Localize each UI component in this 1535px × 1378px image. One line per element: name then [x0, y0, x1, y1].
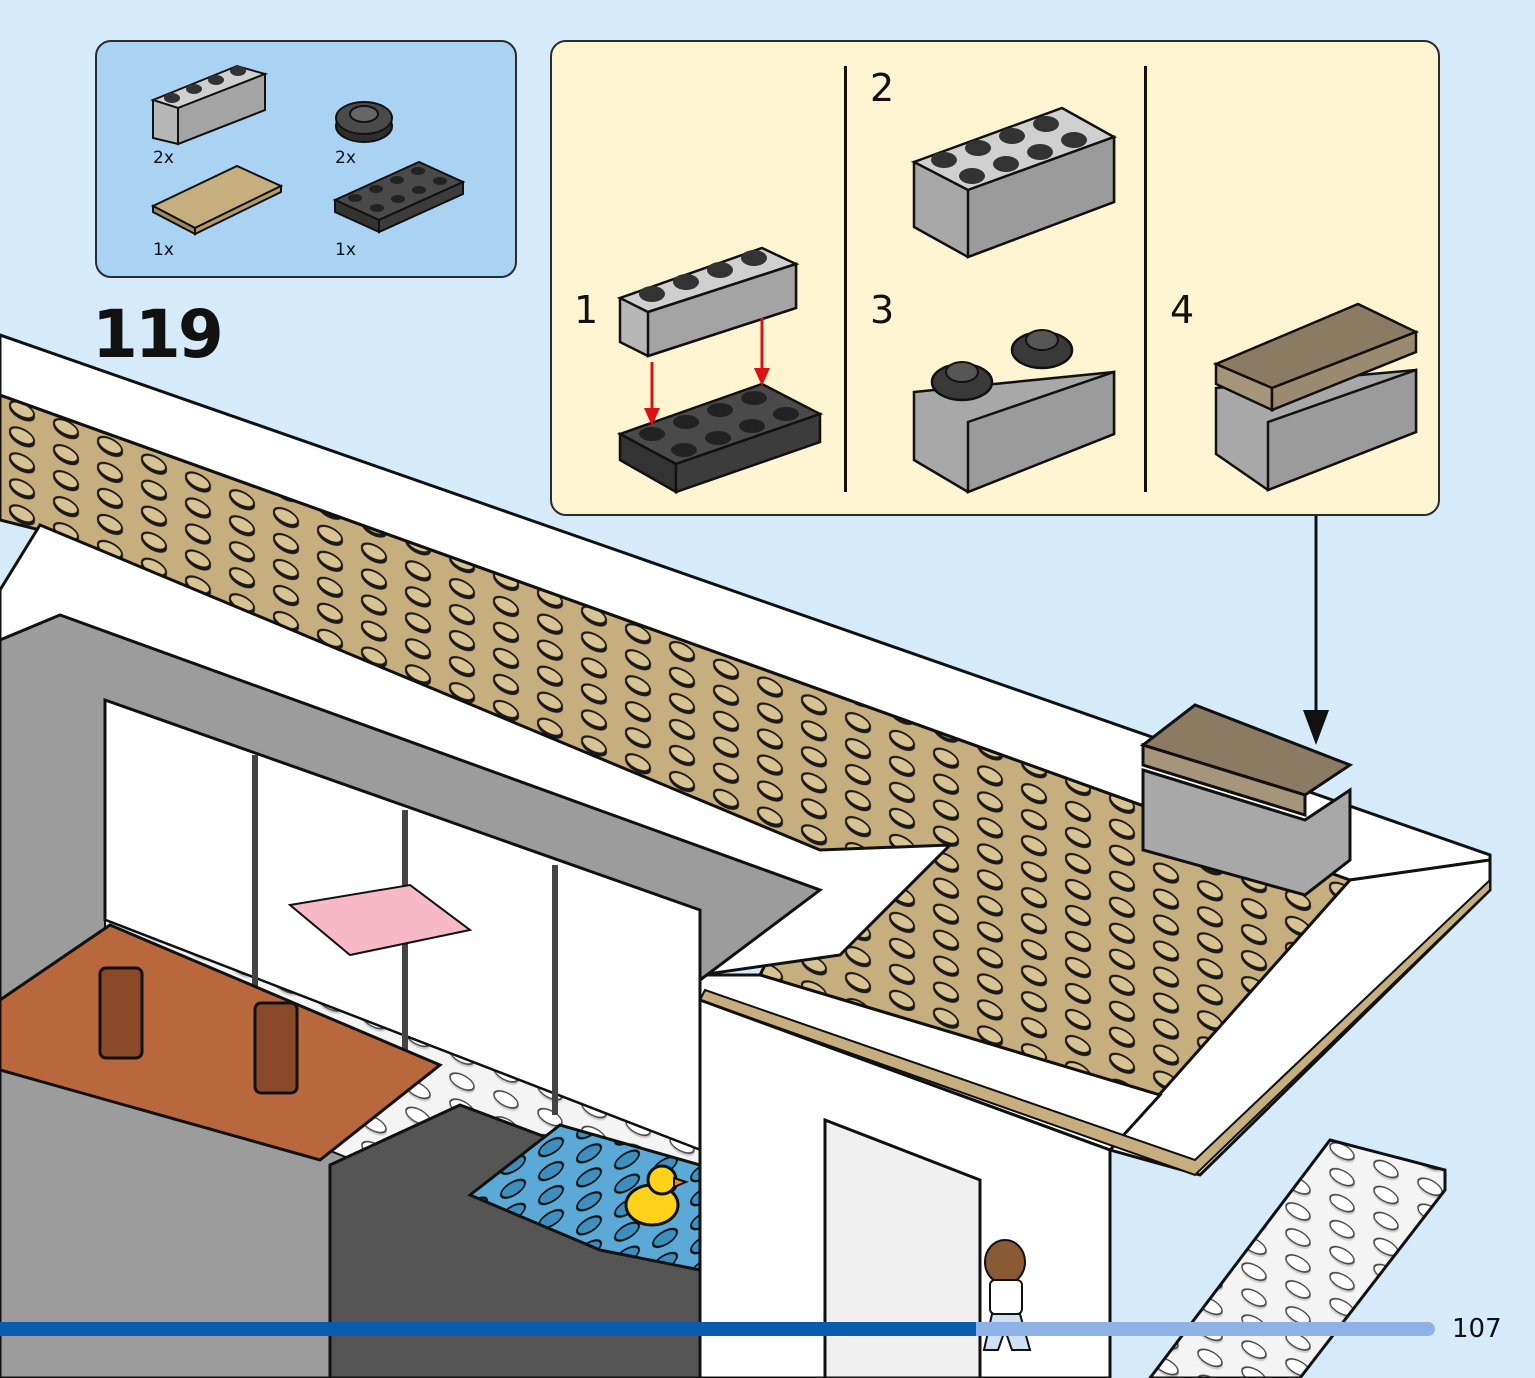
substep-4-illustration: [1212, 302, 1420, 492]
substep-3-illustration: [912, 329, 1116, 494]
gray-brick-1x4-icon: [150, 64, 269, 146]
right-window: [823, 1117, 982, 1378]
page-number: 107: [1452, 1314, 1502, 1344]
rubber-duck-icon: [624, 1164, 689, 1227]
pink-bed: [287, 883, 473, 957]
substep-divider: [844, 66, 847, 492]
part-qty-round-plate: 2x: [335, 148, 356, 168]
substep-number: 3: [870, 288, 895, 332]
part-qty-tan-tile: 1x: [153, 240, 174, 260]
dark-gray-plate-2x4-icon: [332, 160, 466, 234]
substep-2-illustration: [910, 106, 1117, 259]
part-qty-dark-plate: 1x: [335, 240, 356, 260]
wood-post-1: [98, 966, 144, 1060]
substep-number: 4: [1170, 288, 1195, 332]
substep-number: 1: [574, 288, 599, 332]
part-qty-gray-brick: 2x: [153, 148, 174, 168]
wood-post-2: [253, 1001, 299, 1095]
chimney-assembly: [1139, 703, 1354, 897]
substep-divider: [1144, 66, 1147, 492]
tan-tile-2x4-icon: [150, 164, 284, 236]
parts-list-panel: 2x 2x 1x 1x: [95, 40, 517, 278]
subassembly-panel: 1 2 3 4: [550, 40, 1440, 516]
arrow-head-icon: [1303, 710, 1329, 745]
substep-1-illustration: [616, 246, 824, 495]
black-round-plate-icon: [335, 101, 393, 143]
step-number: 119: [92, 296, 224, 373]
substep-number: 2: [870, 66, 895, 110]
right-base-plate: [1148, 1138, 1447, 1378]
progress-fill: [0, 1322, 976, 1336]
roof-tan-trim: [698, 877, 1491, 1177]
